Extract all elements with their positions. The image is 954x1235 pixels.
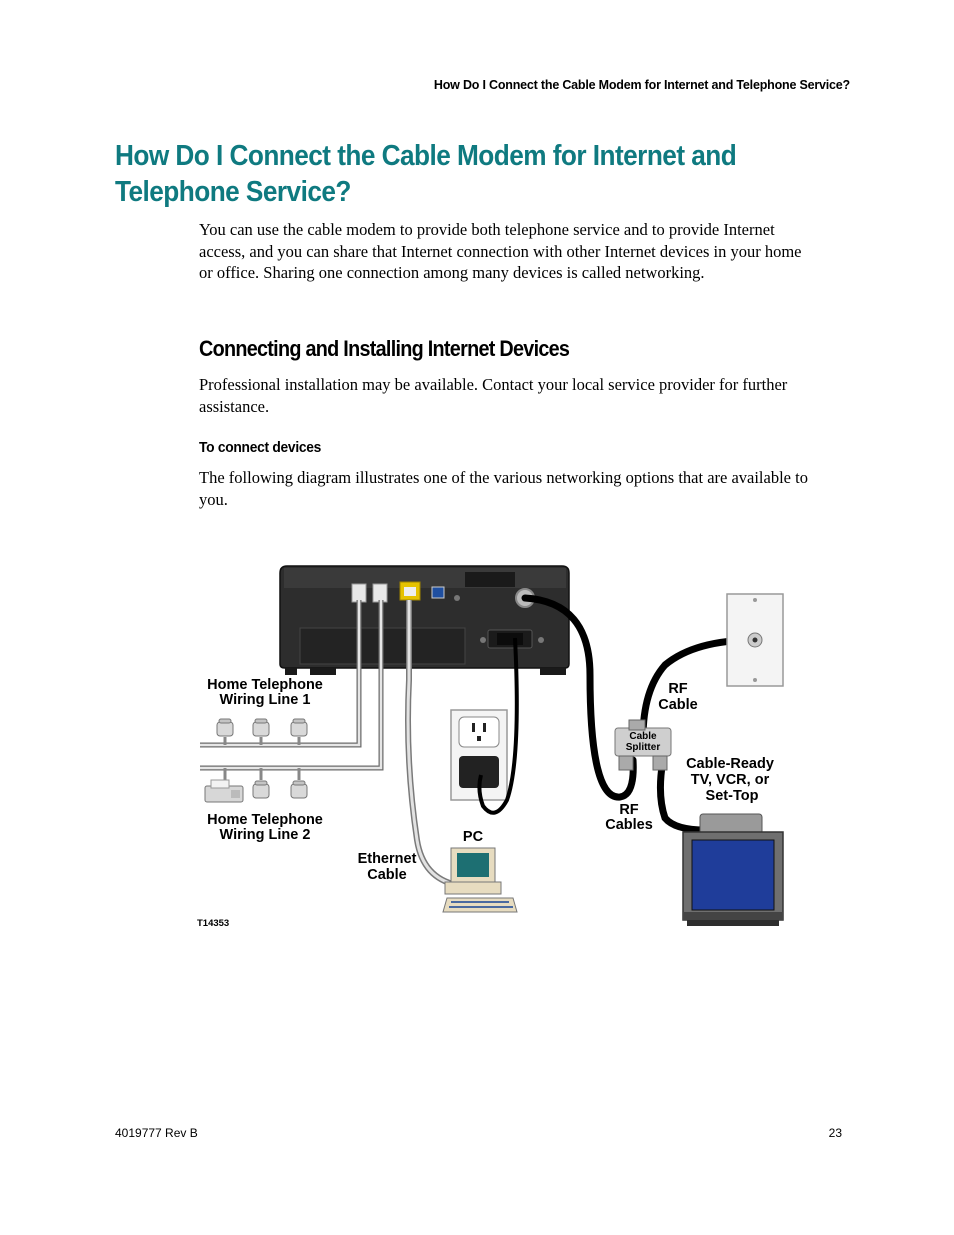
- phones-line-2: [204, 779, 308, 803]
- power-cord: [477, 637, 519, 815]
- label-rf-cable-b: Cable: [658, 697, 698, 713]
- label-line-2-a: Home Telephone: [207, 812, 323, 828]
- wall-outlet-illustration: [450, 709, 508, 801]
- television-illustration: [682, 813, 784, 926]
- footer-page-number: 23: [828, 1126, 842, 1140]
- page-title-line-1: How Do I Connect the Cable Modem for Int…: [115, 140, 737, 172]
- label-ethernet-b: Cable: [367, 867, 407, 883]
- installation-paragraph: Professional installation may be availab…: [199, 375, 788, 416]
- label-splitter-a: Cable: [629, 731, 657, 742]
- procedure-heading: To connect devices: [199, 439, 322, 456]
- label-splitter-b: Splitter: [626, 742, 661, 753]
- cable-modem-illustration: [279, 565, 570, 675]
- pc-illustration: [442, 847, 518, 913]
- label-tv-a: Cable-Ready: [686, 756, 774, 772]
- page-title: How Do I Connect the Cable Modem for Int…: [115, 138, 777, 210]
- phones-line-1: [216, 718, 308, 737]
- label-ethernet-a: Ethernet: [358, 851, 417, 867]
- rf-cables: [521, 594, 759, 834]
- page-title-line-2: Telephone Service?: [115, 176, 351, 208]
- label-rf-cable-a: RF: [668, 681, 687, 697]
- connection-diagram: Home Telephone Wiring Line 1 Home Teleph…: [197, 565, 784, 929]
- cable-splitter-illustration: [614, 719, 672, 771]
- label-line-1-b: Wiring Line 1: [220, 692, 311, 708]
- diagram-intro-paragraph: The following diagram illustrates one of…: [199, 468, 808, 509]
- figure-id: T14353: [197, 918, 229, 929]
- intro-paragraph: You can use the cable modem to provide b…: [199, 220, 802, 282]
- label-rf-cables-a: RF: [619, 802, 638, 818]
- wall-cable-jack-illustration: [726, 593, 784, 687]
- running-header: How Do I Connect the Cable Modem for Int…: [433, 78, 850, 92]
- ethernet-cable: [405, 600, 458, 888]
- section-heading: Connecting and Installing Internet Devic…: [199, 336, 570, 361]
- label-tv-c: Set-Top: [706, 788, 759, 804]
- label-line-1-a: Home Telephone: [207, 677, 323, 693]
- label-rf-cables-b: Cables: [605, 817, 653, 833]
- label-pc: PC: [463, 829, 484, 845]
- telephone-wiring: [200, 600, 384, 780]
- label-tv-b: TV, VCR, or: [691, 772, 770, 788]
- footer-doc-number: 4019777 Rev B: [115, 1126, 198, 1140]
- label-line-2-b: Wiring Line 2: [220, 827, 311, 843]
